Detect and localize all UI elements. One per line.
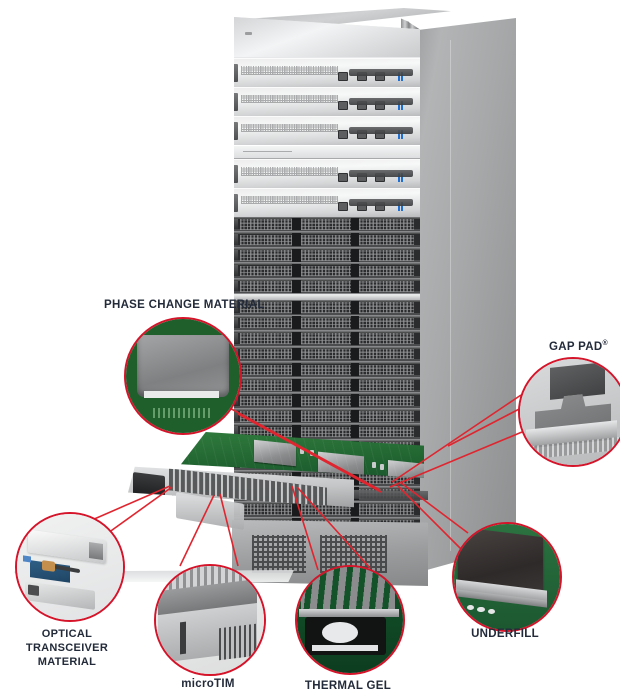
rack-side-panel	[416, 18, 516, 573]
solder-ball	[487, 608, 496, 615]
solder-ball	[466, 604, 475, 610]
blade-module[interactable]	[234, 247, 420, 264]
phase-change-pad	[137, 334, 229, 397]
status-led	[397, 172, 400, 182]
label-microtim: microTIM	[181, 678, 235, 690]
status-led	[397, 201, 400, 211]
blade-module[interactable]	[234, 300, 420, 316]
blade-module[interactable]	[234, 216, 420, 233]
registered-trademark-icon: ®	[602, 340, 608, 347]
network-port	[338, 101, 349, 111]
callout-gap-pad[interactable]	[518, 357, 620, 467]
blade-module[interactable]	[234, 408, 420, 425]
network-port	[338, 202, 349, 212]
server-unit[interactable]	[234, 86, 420, 117]
extracted-line-card[interactable]	[128, 428, 428, 548]
status-led	[397, 100, 400, 110]
blade-separator	[234, 294, 420, 300]
blade-module[interactable]	[234, 278, 420, 295]
unit-handle	[349, 126, 413, 134]
rack-ear	[234, 193, 238, 212]
vent-grille	[241, 95, 339, 104]
label-gap-pad-text: GAP PAD	[549, 340, 603, 353]
capacitor	[372, 462, 376, 468]
transceiver-base-tray	[25, 581, 96, 611]
unit-handle	[349, 97, 413, 106]
vent-grille	[241, 66, 339, 75]
board-label-strip	[311, 645, 378, 651]
callout-optical-transceiver-material[interactable]	[15, 512, 125, 622]
solder-ball	[477, 606, 485, 612]
callout-thermal-gel[interactable]	[295, 565, 405, 675]
faceplate-slot	[132, 472, 165, 500]
callout-underfill[interactable]	[452, 522, 562, 632]
callout-microtim[interactable]	[154, 564, 266, 676]
optical-chip	[23, 555, 32, 564]
heatsink-slot	[179, 621, 187, 655]
unit-handle	[349, 198, 413, 207]
processor-chip	[388, 460, 424, 478]
callout-phase-change-material[interactable]	[124, 317, 242, 435]
blade-module[interactable]	[234, 315, 420, 332]
heat-spreader	[549, 362, 605, 401]
network-port	[338, 173, 349, 183]
blade-module[interactable]	[234, 346, 420, 363]
server-unit[interactable]	[234, 58, 420, 88]
label-gap-pad: GAP PAD®	[549, 340, 608, 353]
transceiver-housing	[27, 529, 107, 565]
die-edge	[144, 390, 220, 398]
label-thermal-gel: THERMAL GEL	[304, 680, 392, 692]
processor-chip	[318, 451, 364, 478]
rack-divider	[234, 145, 420, 159]
heatsink-fins	[301, 567, 395, 612]
label-underfill: UNDERFILL	[471, 628, 539, 640]
blade-module[interactable]	[234, 393, 420, 409]
blade-module[interactable]	[234, 263, 420, 279]
server-unit[interactable]	[234, 115, 420, 146]
heatsink-fin-array	[218, 624, 256, 662]
network-port	[338, 72, 349, 82]
vent-grille	[241, 196, 339, 205]
rack-ear	[234, 165, 238, 183]
capacitor	[380, 464, 384, 470]
blade-module[interactable]	[234, 377, 420, 394]
blade-module[interactable]	[234, 331, 420, 347]
server-unit[interactable]	[234, 187, 420, 218]
capacitor	[310, 450, 314, 456]
label-phase-change-material: PHASE CHANGE MATERIAL	[104, 299, 265, 311]
unit-handle	[349, 170, 413, 178]
status-led	[397, 71, 400, 81]
server-unit[interactable]	[234, 159, 420, 189]
blade-module[interactable]	[234, 232, 420, 248]
rack-ear	[234, 121, 238, 140]
silkscreen-text	[153, 407, 213, 419]
blade-module[interactable]	[234, 362, 420, 378]
vent-grille	[241, 123, 339, 133]
heatsink-base-bar	[299, 609, 399, 617]
vent-grille	[241, 167, 339, 176]
network-port	[338, 130, 349, 140]
label-optical-transceiver-material: OPTICAL TRANSCEIVER MATERIAL	[25, 628, 109, 668]
unit-handle	[349, 69, 413, 77]
thermal-gel-dot	[322, 622, 359, 644]
status-led	[397, 129, 400, 139]
capacitor	[300, 448, 304, 454]
rack-ear	[234, 92, 238, 111]
gold-contact	[42, 559, 56, 572]
processor-chip	[254, 439, 296, 467]
rack-ear	[234, 64, 238, 82]
